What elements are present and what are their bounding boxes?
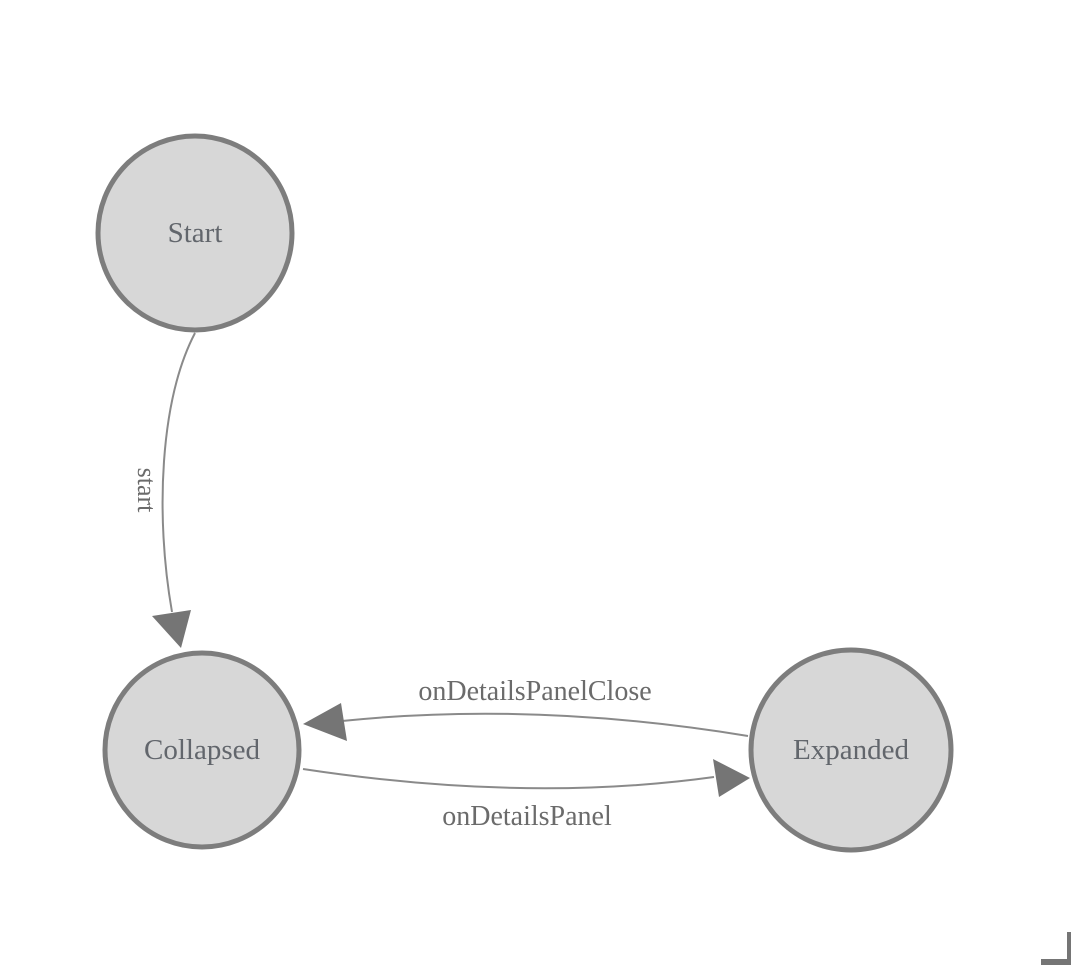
- state-node-start[interactable]: Start: [95, 133, 295, 333]
- transition-path: [161, 332, 196, 613]
- transition-path: [302, 768, 715, 790]
- transition-edge-ondetailspanelclose: onDetailsPanelClose: [303, 676, 749, 741]
- transition-edge-ondetailspanel: onDetailsPanel: [302, 759, 750, 832]
- state-circle[interactable]: [95, 133, 295, 333]
- transition-label-ondetailspanelclose: onDetailsPanelClose: [418, 676, 651, 707]
- arrowhead-icon: [152, 610, 191, 648]
- transition-label-ondetailspanel: onDetailsPanel: [442, 801, 612, 832]
- transition-path: [341, 712, 749, 737]
- resize-corner-horizontal-bar: [1041, 959, 1071, 965]
- state-node-label: Expanded: [793, 734, 909, 766]
- arrowhead-icon: [713, 759, 750, 797]
- transition-edge-start: start: [132, 332, 196, 648]
- state-node-collapsed[interactable]: Collapsed: [102, 650, 302, 850]
- state-circle[interactable]: [102, 650, 302, 850]
- state-node-label: Start: [168, 217, 223, 249]
- state-circle[interactable]: [748, 647, 954, 853]
- transition-label-start: start: [132, 468, 161, 514]
- resize-corner-vertical-bar: [1067, 932, 1071, 965]
- state-node-expanded[interactable]: Expanded: [748, 647, 954, 853]
- state-node-label: Collapsed: [144, 734, 260, 766]
- arrowhead-icon: [303, 703, 347, 741]
